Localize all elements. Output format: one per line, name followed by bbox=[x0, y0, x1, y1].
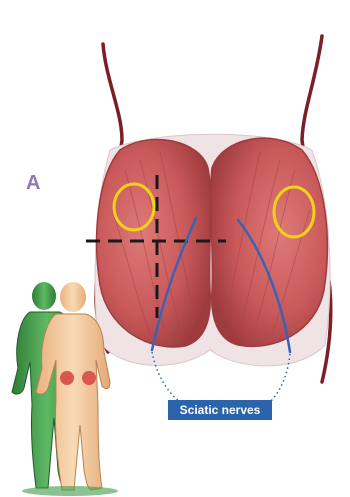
right-injection-site bbox=[82, 371, 96, 385]
figure-shadow bbox=[22, 486, 118, 496]
left-injection-site bbox=[60, 371, 74, 385]
sciatic-nerves-label: Sciatic nerves bbox=[168, 400, 272, 420]
right-gluteal-muscle bbox=[211, 138, 328, 346]
panel-letter: A bbox=[26, 172, 40, 195]
